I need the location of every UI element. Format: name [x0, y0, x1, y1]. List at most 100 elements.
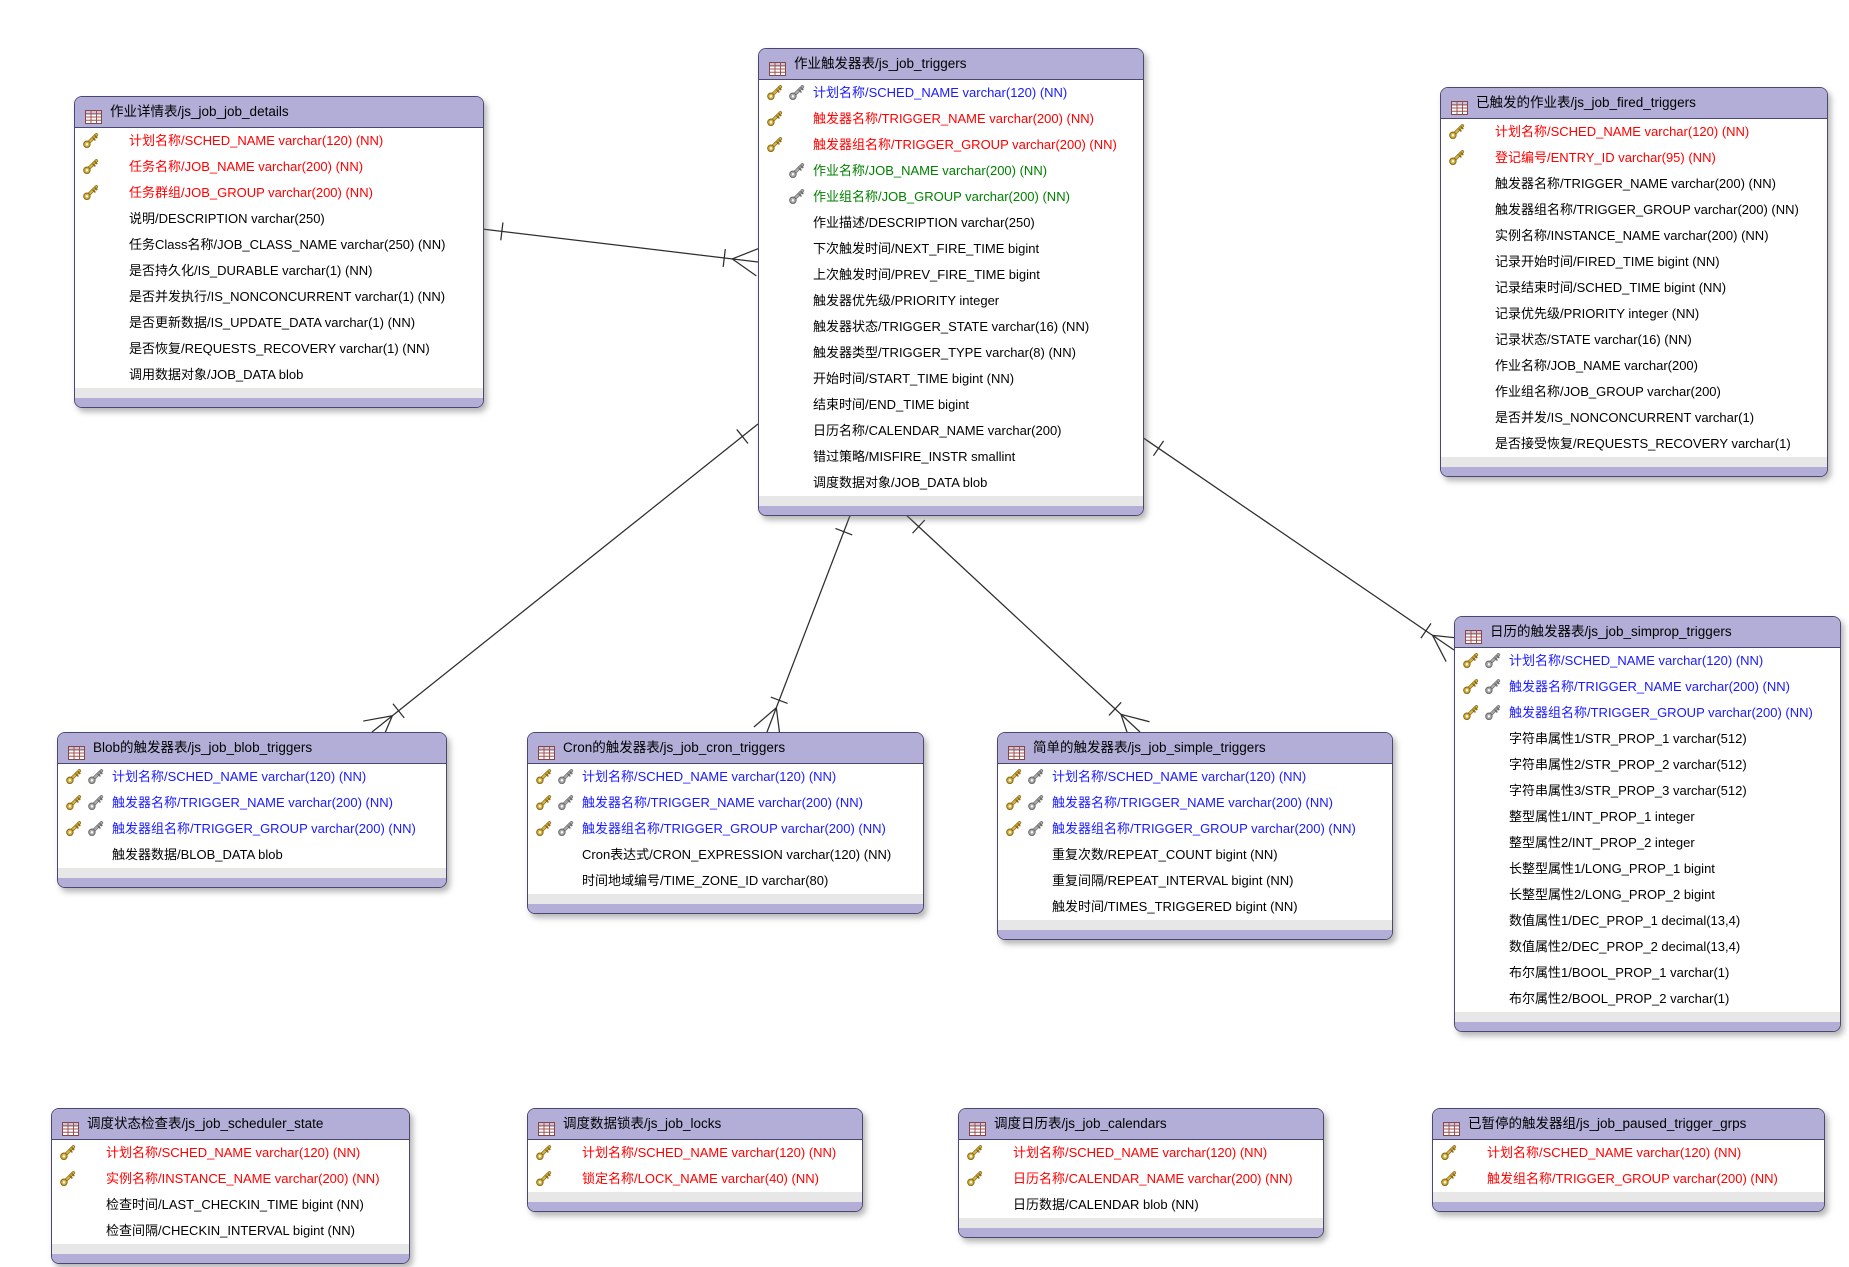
field-row[interactable]: 重复间隔/REPEAT_INTERVAL bigint (NN) — [998, 868, 1392, 894]
field-row[interactable]: 调度数据对象/JOB_DATA blob — [759, 470, 1143, 496]
field-row[interactable]: 重复次数/REPEAT_COUNT bigint (NN) — [998, 842, 1392, 868]
field-row[interactable]: 触发组名称/TRIGGER_GROUP varchar(200) (NN) — [1433, 1166, 1824, 1192]
field-row[interactable]: 计划名称/SCHED_NAME varchar(120) (NN) — [528, 764, 923, 790]
table-header[interactable]: 调度状态检查表/js_job_scheduler_state — [52, 1109, 409, 1140]
field-row[interactable]: 日历名称/CALENDAR_NAME varchar(200) — [759, 418, 1143, 444]
field-row[interactable]: 计划名称/SCHED_NAME varchar(120) (NN) — [528, 1140, 862, 1166]
field-row[interactable]: 登记编号/ENTRY_ID varchar(95) (NN) — [1441, 145, 1827, 171]
table-header[interactable]: 调度数据锁表/js_job_locks — [528, 1109, 862, 1140]
table-header[interactable]: 简单的触发器表/js_job_simple_triggers — [998, 733, 1392, 764]
table-header[interactable]: 调度日历表/js_job_calendars — [959, 1109, 1323, 1140]
field-row[interactable]: 字符串属性2/STR_PROP_2 varchar(512) — [1455, 752, 1840, 778]
field-row[interactable]: 触发器优先级/PRIORITY integer — [759, 288, 1143, 314]
field-row[interactable]: 计划名称/SCHED_NAME varchar(120) (NN) — [58, 764, 446, 790]
field-row[interactable]: 检查间隔/CHECKIN_INTERVAL bigint (NN) — [52, 1218, 409, 1244]
field-row[interactable]: 是否并发/IS_NONCONCURRENT varchar(1) — [1441, 405, 1827, 431]
field-row[interactable]: 是否更新数据/IS_UPDATE_DATA varchar(1) (NN) — [75, 310, 483, 336]
field-row[interactable]: 任务群组/JOB_GROUP varchar(200) (NN) — [75, 180, 483, 206]
field-row[interactable]: 计划名称/SCHED_NAME varchar(120) (NN) — [52, 1140, 409, 1166]
field-row[interactable]: 记录优先级/PRIORITY integer (NN) — [1441, 301, 1827, 327]
field-row[interactable]: 作业名称/JOB_NAME varchar(200) — [1441, 353, 1827, 379]
field-row[interactable]: 布尔属性1/BOOL_PROP_1 varchar(1) — [1455, 960, 1840, 986]
field-row[interactable]: 触发器组名称/TRIGGER_GROUP varchar(200) (NN) — [58, 816, 446, 842]
field-row[interactable]: 整型属性2/INT_PROP_2 integer — [1455, 830, 1840, 856]
field-row[interactable]: 作业描述/DESCRIPTION varchar(250) — [759, 210, 1143, 236]
field-row[interactable]: 数值属性1/DEC_PROP_1 decimal(13,4) — [1455, 908, 1840, 934]
field-row[interactable]: Cron表达式/CRON_EXPRESSION varchar(120) (NN… — [528, 842, 923, 868]
field-row[interactable]: 上次触发时间/PREV_FIRE_TIME bigint — [759, 262, 1143, 288]
field-row[interactable]: 下次触发时间/NEXT_FIRE_TIME bigint — [759, 236, 1143, 262]
field-row[interactable]: 触发器名称/TRIGGER_NAME varchar(200) (NN) — [1441, 171, 1827, 197]
table-header[interactable]: 作业触发器表/js_job_triggers — [759, 49, 1143, 80]
field-row[interactable]: 作业组名称/JOB_GROUP varchar(200) — [1441, 379, 1827, 405]
field-row[interactable]: 计划名称/SCHED_NAME varchar(120) (NN) — [759, 80, 1143, 106]
field-row[interactable]: 触发器组名称/TRIGGER_GROUP varchar(200) (NN) — [759, 132, 1143, 158]
field-row[interactable]: 触发时间/TIMES_TRIGGERED bigint (NN) — [998, 894, 1392, 920]
field-row[interactable]: 长整型属性2/LONG_PROP_2 bigint — [1455, 882, 1840, 908]
field-row[interactable]: 日历名称/CALENDAR_NAME varchar(200) (NN) — [959, 1166, 1323, 1192]
field-row[interactable]: 任务Class名称/JOB_CLASS_NAME varchar(250) (N… — [75, 232, 483, 258]
field-row[interactable]: 说明/DESCRIPTION varchar(250) — [75, 206, 483, 232]
field-row[interactable]: 计划名称/SCHED_NAME varchar(120) (NN) — [959, 1140, 1323, 1166]
field-row[interactable]: 是否持久化/IS_DURABLE varchar(1) (NN) — [75, 258, 483, 284]
field-row[interactable]: 计划名称/SCHED_NAME varchar(120) (NN) — [998, 764, 1392, 790]
field-row[interactable]: 是否接受恢复/REQUESTS_RECOVERY varchar(1) — [1441, 431, 1827, 457]
field-row[interactable]: 检查时间/LAST_CHECKIN_TIME bigint (NN) — [52, 1192, 409, 1218]
field-row[interactable]: 触发器数据/BLOB_DATA blob — [58, 842, 446, 868]
field-row[interactable]: 字符串属性1/STR_PROP_1 varchar(512) — [1455, 726, 1840, 752]
field-row[interactable]: 日历数据/CALENDAR blob (NN) — [959, 1192, 1323, 1218]
field-row[interactable]: 实例名称/INSTANCE_NAME varchar(200) (NN) — [1441, 223, 1827, 249]
field-row[interactable]: 任务名称/JOB_NAME varchar(200) (NN) — [75, 154, 483, 180]
field-row[interactable]: 长整型属性1/LONG_PROP_1 bigint — [1455, 856, 1840, 882]
field-row[interactable]: 触发器组名称/TRIGGER_GROUP varchar(200) (NN) — [528, 816, 923, 842]
field-row[interactable]: 记录结束时间/SCHED_TIME bigint (NN) — [1441, 275, 1827, 301]
field-row[interactable]: 记录开始时间/FIRED_TIME bigint (NN) — [1441, 249, 1827, 275]
field-row[interactable]: 计划名称/SCHED_NAME varchar(120) (NN) — [75, 128, 483, 154]
field-row[interactable]: 数值属性2/DEC_PROP_2 decimal(13,4) — [1455, 934, 1840, 960]
field-row[interactable]: 记录状态/STATE varchar(16) (NN) — [1441, 327, 1827, 353]
field-row[interactable]: 字符串属性3/STR_PROP_3 varchar(512) — [1455, 778, 1840, 804]
field-row[interactable]: 触发器名称/TRIGGER_NAME varchar(200) (NN) — [998, 790, 1392, 816]
table-header[interactable]: Blob的触发器表/js_job_blob_triggers — [58, 733, 446, 764]
field-row[interactable]: 触发器名称/TRIGGER_NAME varchar(200) (NN) — [528, 790, 923, 816]
field-row[interactable]: 结束时间/END_TIME bigint — [759, 392, 1143, 418]
table-header[interactable]: 作业详情表/js_job_job_details — [75, 97, 483, 128]
field-row[interactable]: 布尔属性2/BOOL_PROP_2 varchar(1) — [1455, 986, 1840, 1012]
field-row[interactable]: 触发器组名称/TRIGGER_GROUP varchar(200) (NN) — [1441, 197, 1827, 223]
field-row[interactable]: 计划名称/SCHED_NAME varchar(120) (NN) — [1433, 1140, 1824, 1166]
field-row[interactable]: 作业组名称/JOB_GROUP varchar(200) (NN) — [759, 184, 1143, 210]
field-row[interactable]: 触发器名称/TRIGGER_NAME varchar(200) (NN) — [1455, 674, 1840, 700]
field-row[interactable]: 时间地域编号/TIME_ZONE_ID varchar(80) — [528, 868, 923, 894]
table-header[interactable]: 已触发的作业表/js_job_fired_triggers — [1441, 88, 1827, 119]
table-header[interactable]: 日历的触发器表/js_job_simprop_triggers — [1455, 617, 1840, 648]
field-row[interactable]: 作业名称/JOB_NAME varchar(200) (NN) — [759, 158, 1143, 184]
field-row[interactable]: 触发器状态/TRIGGER_STATE varchar(16) (NN) — [759, 314, 1143, 340]
table-header[interactable]: Cron的触发器表/js_job_cron_triggers — [528, 733, 923, 764]
field-row[interactable]: 触发器类型/TRIGGER_TYPE varchar(8) (NN) — [759, 340, 1143, 366]
field-row[interactable]: 整型属性1/INT_PROP_1 integer — [1455, 804, 1840, 830]
table-header[interactable]: 已暂停的触发器组/js_job_paused_trigger_grps — [1433, 1109, 1824, 1140]
field-row[interactable]: 锁定名称/LOCK_NAME varchar(40) (NN) — [528, 1166, 862, 1192]
field-row[interactable]: 触发器组名称/TRIGGER_GROUP varchar(200) (NN) — [1455, 700, 1840, 726]
field-row[interactable]: 触发器名称/TRIGGER_NAME varchar(200) (NN) — [759, 106, 1143, 132]
field-row[interactable]: 触发器组名称/TRIGGER_GROUP varchar(200) (NN) — [998, 816, 1392, 842]
field-row[interactable]: 触发器名称/TRIGGER_NAME varchar(200) (NN) — [58, 790, 446, 816]
field-row[interactable]: 实例名称/INSTANCE_NAME varchar(200) (NN) — [52, 1166, 409, 1192]
field-row[interactable]: 错过策略/MISFIRE_INSTR smallint — [759, 444, 1143, 470]
field-row[interactable]: 计划名称/SCHED_NAME varchar(120) (NN) — [1455, 648, 1840, 674]
field-row[interactable]: 调用数据对象/JOB_DATA blob — [75, 362, 483, 388]
field-row[interactable]: 是否并发执行/IS_NONCONCURRENT varchar(1) (NN) — [75, 284, 483, 310]
field-row[interactable]: 计划名称/SCHED_NAME varchar(120) (NN) — [1441, 119, 1827, 145]
field-row[interactable]: 开始时间/START_TIME bigint (NN) — [759, 366, 1143, 392]
